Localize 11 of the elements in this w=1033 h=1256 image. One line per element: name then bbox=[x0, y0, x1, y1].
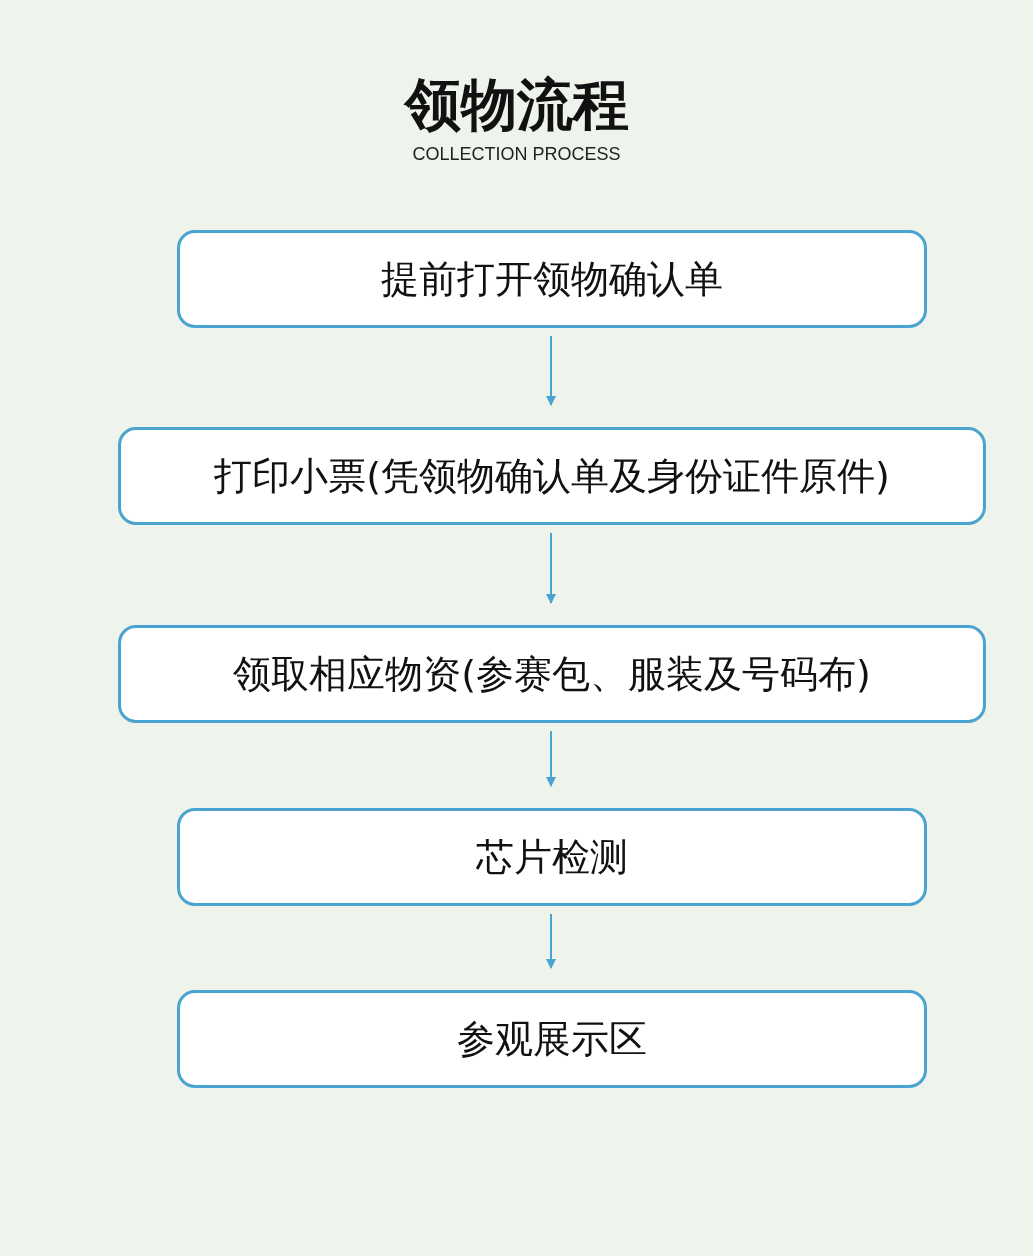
arrow bbox=[546, 730, 556, 787]
process-box: 领取相应物资(参赛包、服装及号码布) bbox=[118, 625, 986, 723]
arrow bbox=[546, 335, 556, 406]
arrow bbox=[546, 913, 556, 969]
process-box: 芯片检测 bbox=[177, 808, 927, 906]
arrow bbox=[546, 532, 556, 604]
process-box: 打印小票(凭领物确认单及身份证件原件) bbox=[118, 427, 986, 525]
title: 领物流程 bbox=[404, 71, 629, 139]
subtitle: COLLECTION PROCESS bbox=[412, 144, 621, 165]
process-box: 提前打开领物确认单 bbox=[177, 230, 927, 328]
process-box: 参观展示区 bbox=[177, 990, 927, 1088]
